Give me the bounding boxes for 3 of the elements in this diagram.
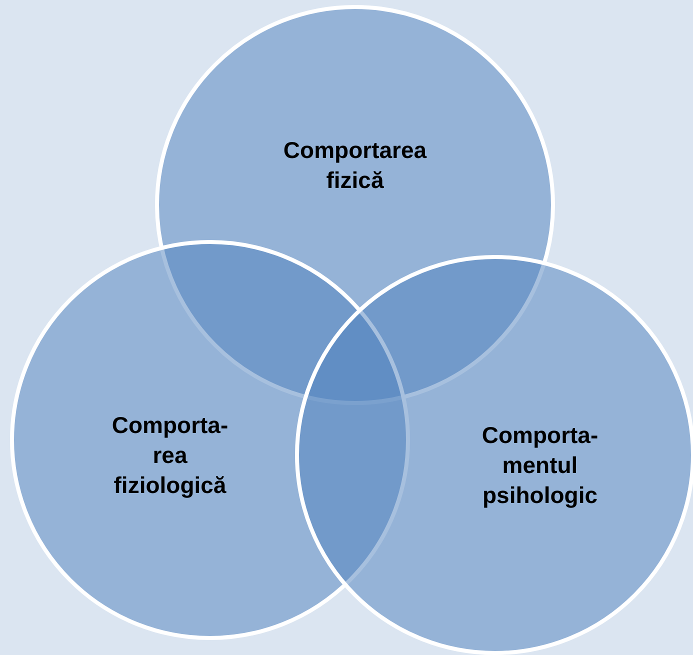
circle-label: Comporta- mentul psihologic bbox=[480, 421, 600, 510]
circle-label: Comporta- rea fiziologică bbox=[110, 411, 230, 500]
circle-label: Comportarea fizică bbox=[282, 136, 428, 195]
